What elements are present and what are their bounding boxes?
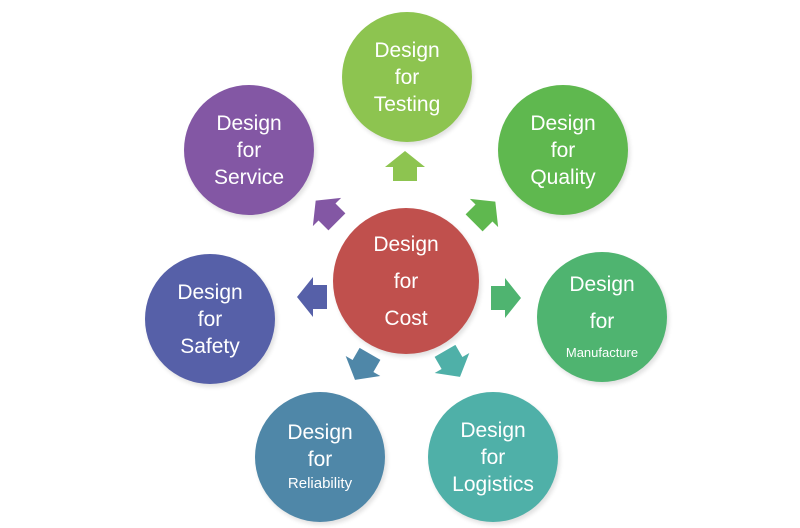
node-service-line-3: Service (213, 165, 285, 189)
node-logistics-line-2: for (480, 445, 506, 469)
node-cost-line-3: Cost (384, 306, 428, 330)
arrow-to-manufacture-icon (491, 278, 521, 318)
node-reliability-line-3: Reliability (287, 475, 353, 492)
arrow-to-logistics-icon (434, 344, 470, 377)
node-design-for-safety: Design for Safety (145, 254, 275, 384)
node-safety-line-2: for (197, 307, 223, 331)
arrow-to-reliability-icon (345, 347, 381, 380)
node-testing-line-3: Testing (373, 92, 441, 116)
node-design-for-testing: Design for Testing (342, 12, 472, 142)
node-design-for-quality: Design for Quality (498, 85, 628, 215)
node-testing-line-2: for (394, 65, 420, 89)
node-logistics-line-1: Design (460, 418, 526, 442)
node-cost-line-2: for (393, 269, 419, 293)
node-quality-line-3: Quality (530, 165, 596, 189)
node-design-for-logistics: Design for Logistics (428, 392, 558, 522)
node-safety-line-1: Design (177, 280, 243, 304)
node-testing-line-1: Design (374, 38, 440, 62)
node-design-for-manufacture: Design for Manufacture (537, 252, 667, 382)
node-reliability-line-2: for (307, 448, 333, 471)
node-manufacture-line-3: Manufacture (565, 345, 639, 360)
arrow-to-safety-icon (297, 277, 327, 317)
node-service-line-2: for (236, 138, 262, 162)
node-design-for-service: Design for Service (184, 85, 314, 215)
arrow-to-quality-icon (465, 198, 499, 232)
arrow-to-service-icon (312, 197, 346, 231)
node-quality-line-2: for (550, 138, 576, 162)
node-design-for-cost: Design for Cost (333, 208, 479, 354)
node-manufacture-line-2: for (589, 310, 615, 333)
node-logistics-line-3: Logistics (452, 472, 534, 496)
node-design-for-reliability: Design for Reliability (255, 392, 385, 522)
node-safety-line-3: Safety (180, 334, 240, 358)
node-service-line-1: Design (216, 111, 282, 135)
node-manufacture-line-1: Design (569, 273, 635, 296)
arrow-to-testing-icon (385, 151, 425, 181)
node-cost-line-1: Design (373, 232, 439, 256)
node-reliability-line-1: Design (287, 421, 353, 444)
node-quality-line-1: Design (530, 111, 596, 135)
